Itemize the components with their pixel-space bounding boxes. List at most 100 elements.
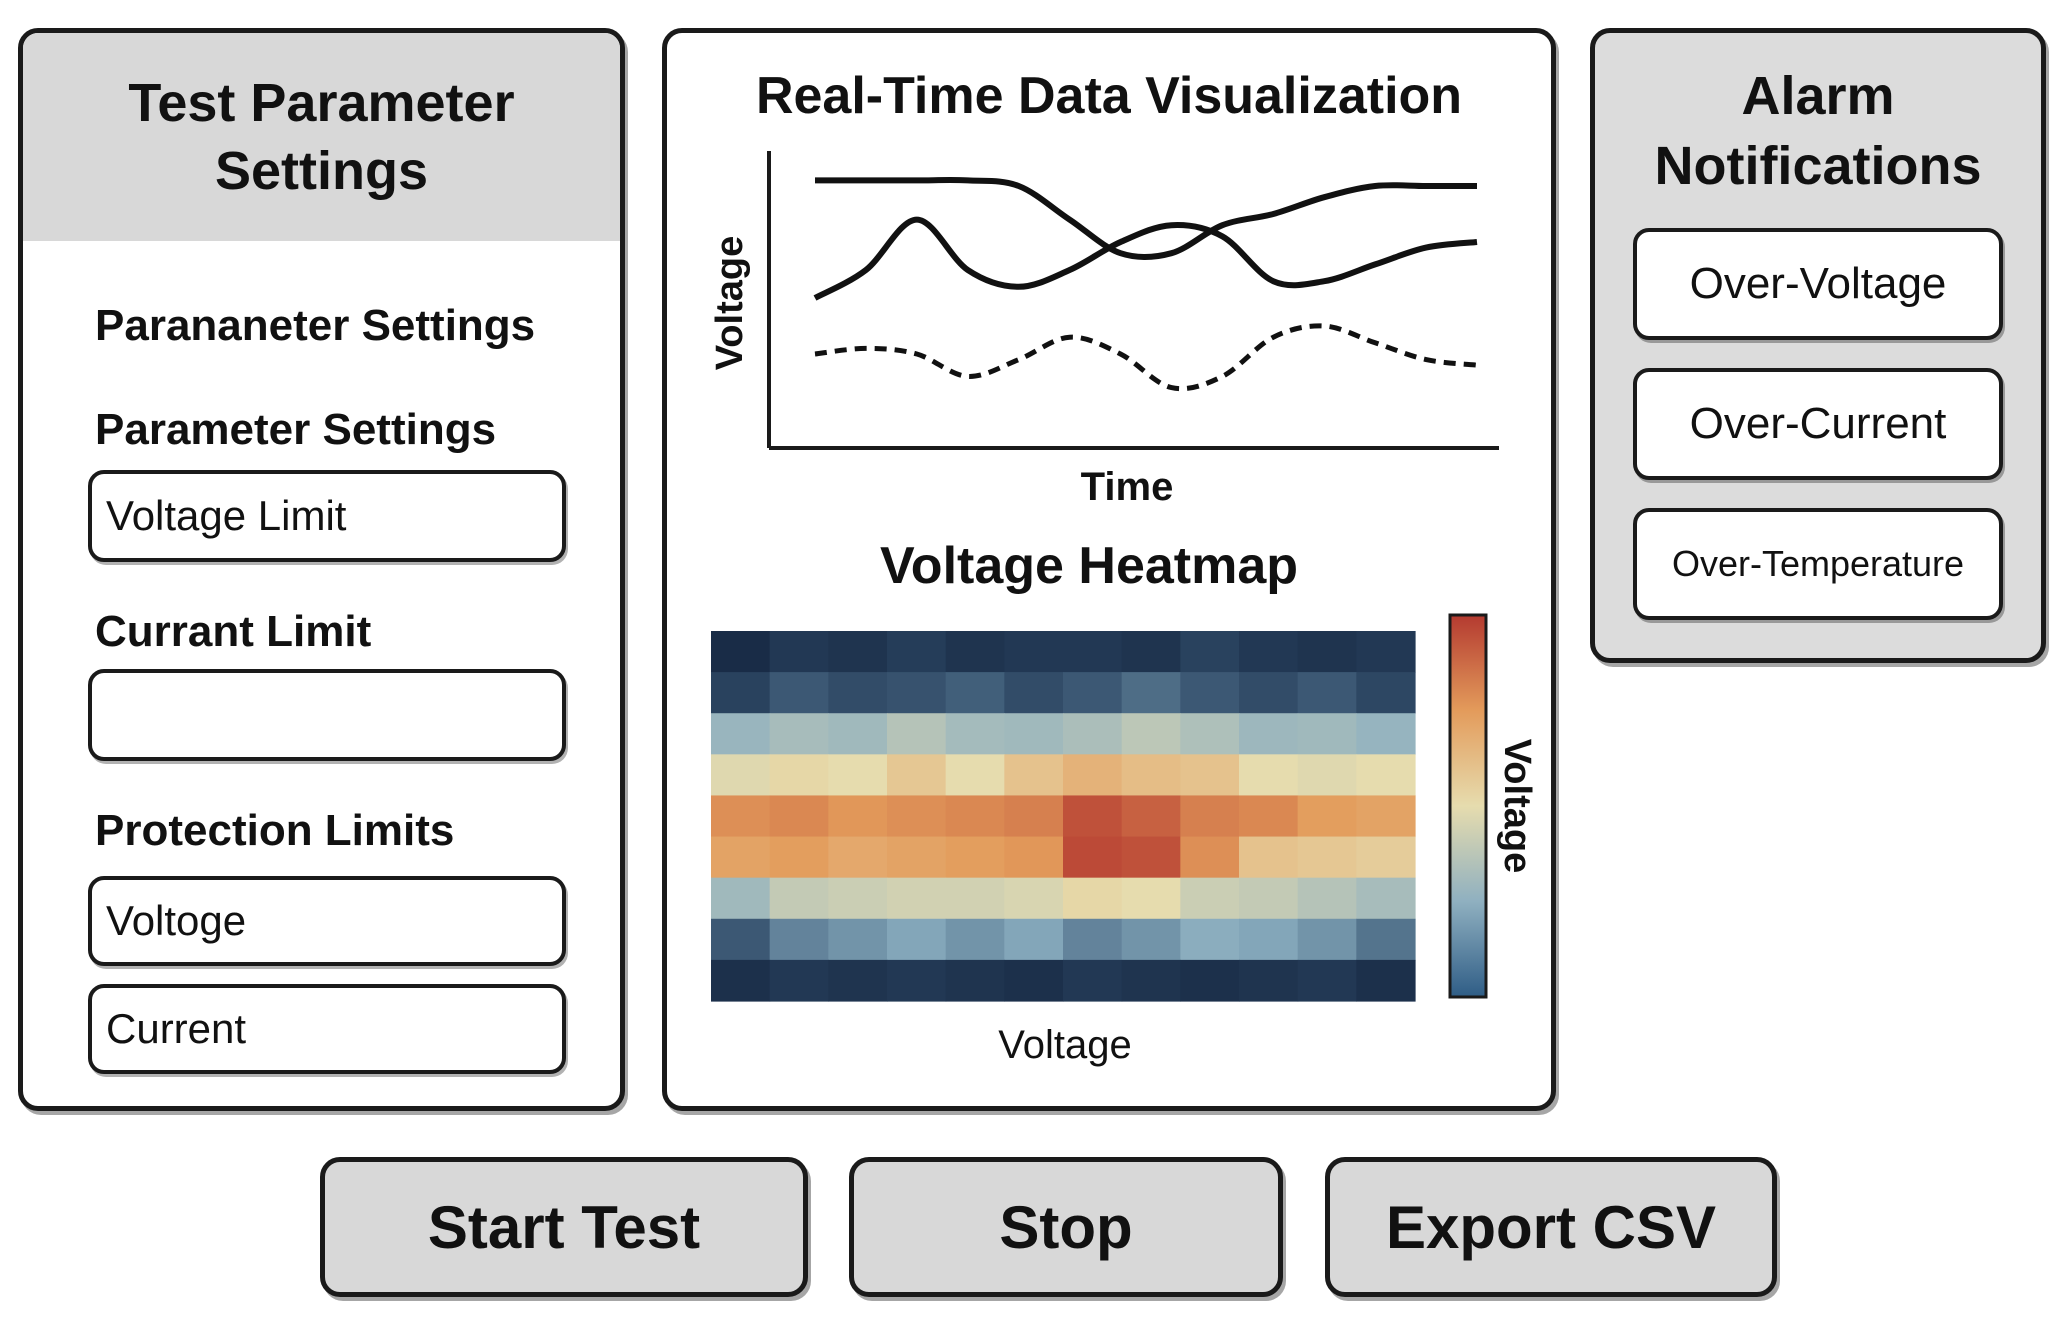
heatmap-cell xyxy=(828,795,888,838)
heatmap-cell xyxy=(1180,959,1240,1002)
heatmap-cell xyxy=(945,795,1005,838)
heatmap-cell xyxy=(1063,795,1123,838)
heatmap-cell xyxy=(1063,672,1123,714)
heatmap-cell xyxy=(769,836,829,879)
alarm-over-temperature[interactable]: Over-Temperature xyxy=(1633,508,2003,620)
heatmap-cell xyxy=(1004,631,1064,673)
heatmap-cell xyxy=(769,918,829,961)
heatmap-cell xyxy=(1239,795,1299,838)
alarm-notifications-header: Alarm Notifications xyxy=(1595,61,2041,201)
heatmap-cell xyxy=(828,713,888,755)
alarm-over-current[interactable]: Over-Current xyxy=(1633,368,2003,480)
heatmap-cell xyxy=(1180,672,1240,714)
heatmap-cell xyxy=(945,754,1005,797)
heatmap-grid xyxy=(711,631,1416,1002)
protection-voltage-field[interactable]: Voltoge xyxy=(88,876,566,966)
visualization-title: Real-Time Data Visualization xyxy=(756,67,1462,125)
heatmap-cell xyxy=(887,672,947,714)
heatmap-colorbar xyxy=(1448,613,1488,999)
heatmap-cell xyxy=(1004,918,1064,961)
heatmap-cell xyxy=(711,754,771,797)
heatmap-cell xyxy=(1356,877,1416,920)
heatmap-cell xyxy=(1121,836,1181,879)
alarm-title-line2: Notifications xyxy=(1654,136,1982,196)
heatmap-cell xyxy=(1063,754,1123,797)
heatmap-cell xyxy=(1239,713,1299,755)
heatmap-cell xyxy=(1004,795,1064,838)
heatmap-cell xyxy=(945,631,1005,673)
line-chart-series-group xyxy=(813,176,1478,392)
heatmap-cell xyxy=(828,754,888,797)
heatmap-cell xyxy=(1239,918,1299,961)
line-chart-xlabel: Time xyxy=(1081,465,1174,509)
heatmap-cell xyxy=(828,918,888,961)
heatmap-cell xyxy=(1180,877,1240,920)
heatmap-cell xyxy=(887,836,947,879)
heatmap-cell xyxy=(1239,877,1299,920)
heatmap-cell xyxy=(887,713,947,755)
heatmap-cell xyxy=(828,672,888,714)
heatmap-cell xyxy=(1063,631,1123,673)
heatmap-cell xyxy=(1180,918,1240,961)
heatmap-cell xyxy=(1121,713,1181,755)
heatmap-cell xyxy=(1239,754,1299,797)
visualization-panel: Real-Time Data Visualization Voltage Tim… xyxy=(662,28,1556,1111)
heatmap-cell xyxy=(769,713,829,755)
heatmap-cell xyxy=(1121,672,1181,714)
heatmap-cell xyxy=(1356,631,1416,673)
heatmap-cell xyxy=(828,836,888,879)
line-chart-ylabel: Voltage xyxy=(709,236,751,370)
protection-current-field[interactable]: Current xyxy=(88,984,566,1074)
heatmap-cell xyxy=(1356,754,1416,797)
heatmap-cell xyxy=(1297,672,1357,714)
heatmap-cell xyxy=(1004,713,1064,755)
heatmap-cell xyxy=(1180,631,1240,673)
alarm-notifications-panel: Alarm Notifications Over-Voltage Over-Cu… xyxy=(1590,28,2046,663)
heatmap-cell xyxy=(1239,959,1299,1002)
start-test-button[interactable]: Start Test xyxy=(320,1157,808,1297)
visualization-canvas: Real-Time Data Visualization Voltage Tim… xyxy=(709,67,1538,1067)
current-limit-field[interactable] xyxy=(88,669,566,761)
section-label-parameter-settings-1: Parananeter Settings xyxy=(95,301,536,350)
heatmap-cell xyxy=(1180,836,1240,879)
heatmap-cell xyxy=(1297,877,1357,920)
voltage-limit-field[interactable]: Voltage Limit xyxy=(88,470,566,562)
heatmap-cell xyxy=(711,713,771,755)
heatmap-cell xyxy=(1180,754,1240,797)
stop-button[interactable]: Stop xyxy=(849,1157,1283,1297)
heatmap-cell xyxy=(887,877,947,920)
heatmap-cell xyxy=(769,754,829,797)
heatmap-cell xyxy=(1121,795,1181,838)
heatmap-cell xyxy=(1356,713,1416,755)
heatmap-cell xyxy=(1297,959,1357,1002)
heatmap-cell xyxy=(887,959,947,1002)
heatmap-cell xyxy=(1239,836,1299,879)
test-parameter-title-line2: Settings xyxy=(214,141,428,201)
heatmap-cell xyxy=(1297,795,1357,838)
heatmap-cell xyxy=(1239,672,1299,714)
heatmap-cell xyxy=(945,918,1005,961)
heatmap-cell xyxy=(828,631,888,673)
heatmap-colorbar-label: Voltage xyxy=(1496,739,1538,873)
heatmap-cell xyxy=(1063,713,1123,755)
heatmap-cell xyxy=(1239,631,1299,673)
protection-limits-label: Protection Limits xyxy=(95,806,455,855)
export-csv-button[interactable]: Export CSV xyxy=(1325,1157,1777,1297)
test-parameter-header: Test Parameter Settings xyxy=(23,33,620,241)
heatmap-cell xyxy=(711,795,771,838)
heatmap-cell xyxy=(1297,713,1357,755)
heatmap-cell xyxy=(828,959,888,1002)
heatmap-cell xyxy=(1121,631,1181,673)
heatmap-cell xyxy=(1004,877,1064,920)
heatmap-cell xyxy=(1063,877,1123,920)
heatmap-cell xyxy=(1180,795,1240,838)
current-limit-label: Currant Limit xyxy=(95,607,372,656)
heatmap-cell xyxy=(1356,836,1416,879)
heatmap-cell xyxy=(769,672,829,714)
section-label-parameter-settings-2: Parameter Settings xyxy=(95,405,497,454)
test-parameter-panel: Test Parameter Settings Parananeter Sett… xyxy=(18,28,625,1111)
heatmap-xlabel: Voltage xyxy=(998,1023,1131,1067)
heatmap-cell xyxy=(711,918,771,961)
alarm-over-voltage[interactable]: Over-Voltage xyxy=(1633,228,2003,340)
test-parameter-title-line1: Test Parameter xyxy=(128,73,515,133)
